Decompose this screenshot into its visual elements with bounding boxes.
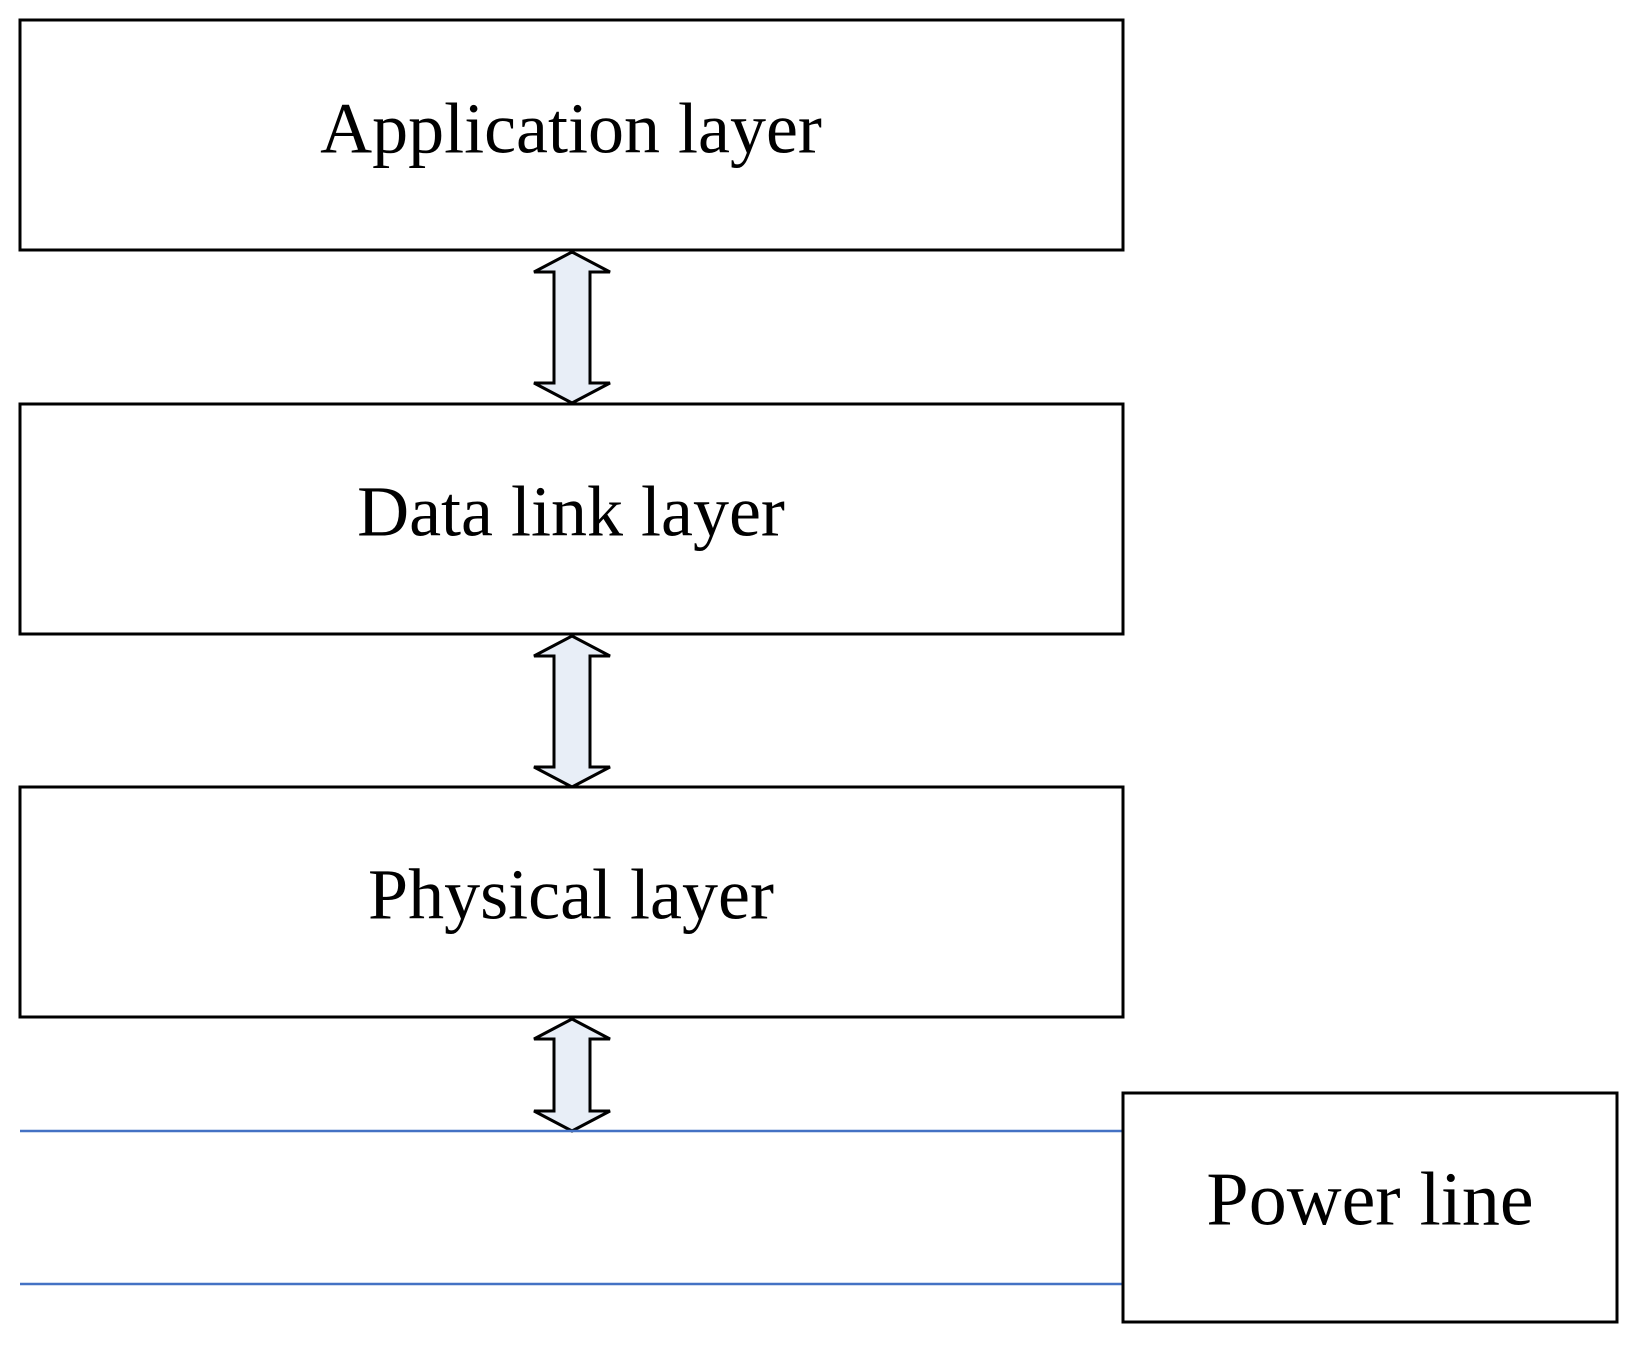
physical-layer-label: Physical layer (368, 855, 774, 935)
physical-layer-node: Physical layer (18, 785, 1125, 1019)
application-layer-label: Application layer (320, 89, 822, 169)
data-link-layer-label: Data link layer (357, 472, 785, 552)
data-link-layer-node: Data link layer (18, 402, 1125, 636)
double-arrow-icon (533, 1017, 611, 1133)
application-layer-node: Application layer (18, 18, 1125, 252)
application-layer-box (18, 18, 1125, 252)
data-link-layer-box (18, 402, 1125, 636)
double-arrow-icon (533, 250, 611, 405)
double-arrow-icon (533, 634, 611, 789)
power-line-node: Power line (1121, 1091, 1619, 1324)
physical-layer-box (18, 785, 1125, 1019)
power-line-box (1121, 1091, 1619, 1324)
power-line-label: Power line (1206, 1157, 1533, 1241)
